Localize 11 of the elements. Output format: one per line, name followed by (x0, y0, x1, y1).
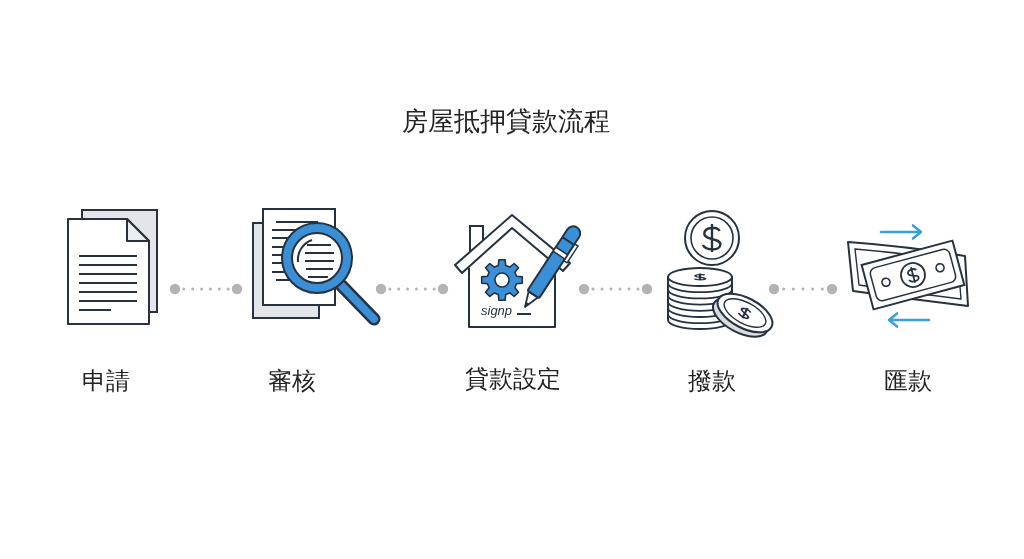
step-label: 申請 (82, 367, 130, 395)
dotted-connector (578, 283, 653, 295)
step-label: 撥款 (688, 367, 736, 395)
title: 房屋抵押貸款流程 (402, 106, 610, 136)
step-label: 匯款 (884, 367, 932, 395)
signature-text: signp (481, 304, 513, 318)
dotted-connector (375, 283, 449, 295)
step-label: 貸款設定 (465, 365, 561, 393)
dotted-connector (768, 283, 838, 295)
step-label: 審核 (268, 367, 316, 395)
dotted-connector (169, 283, 243, 295)
